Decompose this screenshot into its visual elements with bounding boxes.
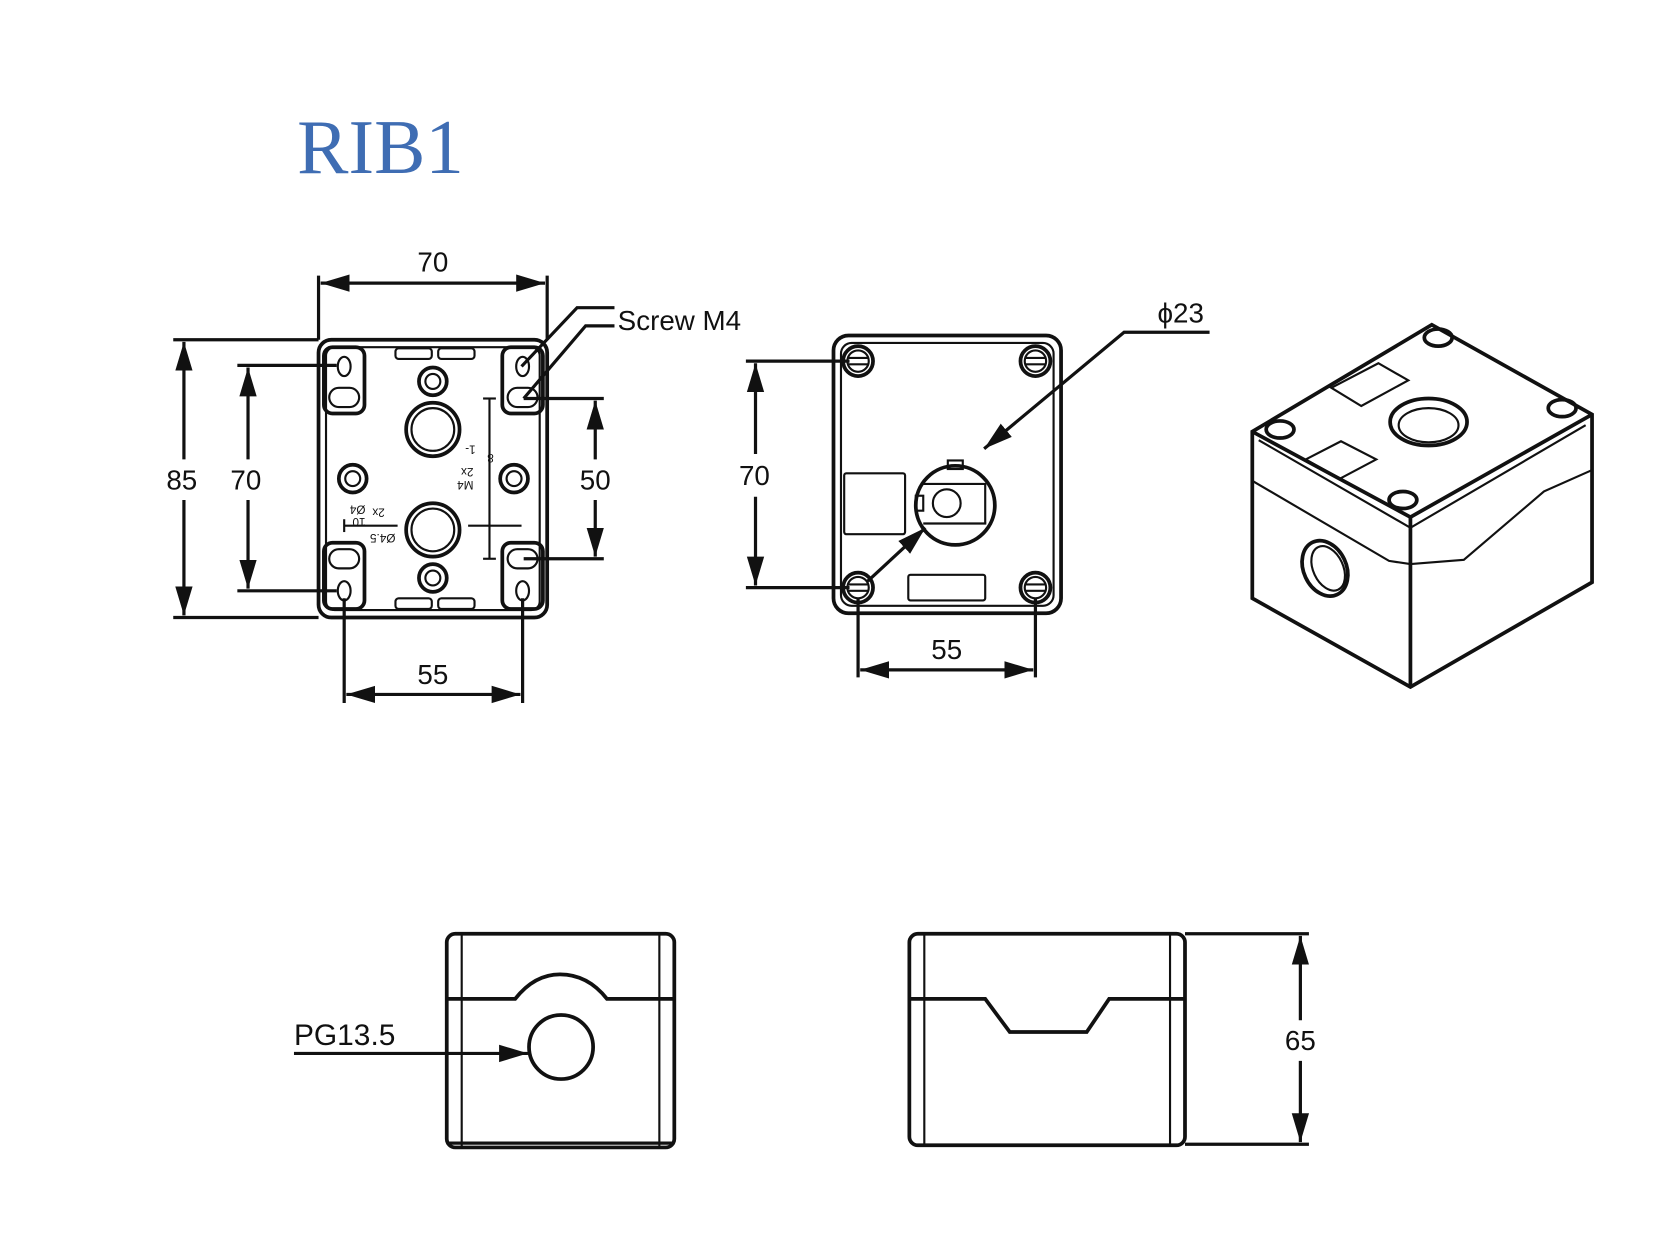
hole-diameter-label: ϕ23 bbox=[1158, 298, 1204, 329]
front-width-dimension: 55 bbox=[931, 634, 962, 665]
page-title: RIB1 bbox=[297, 104, 464, 190]
side-view-right: 65 bbox=[907, 931, 1316, 1148]
screw-icon bbox=[1018, 344, 1053, 378]
screw-label: Screw M4 bbox=[618, 305, 741, 336]
side-height-dimension: 65 bbox=[1285, 1025, 1316, 1056]
svg-text:2x: 2x bbox=[461, 465, 474, 478]
isometric-view bbox=[1250, 322, 1594, 690]
svg-text:1-: 1- bbox=[465, 443, 476, 456]
svg-text:Ø4.5: Ø4.5 bbox=[370, 531, 396, 544]
height-dimension: 85 bbox=[166, 464, 197, 495]
small-annotations: 8 1- 2x M4 2x 10 Ø4 Ø4.5 bbox=[349, 443, 493, 545]
svg-text:10: 10 bbox=[352, 515, 366, 528]
width-dimension: 70 bbox=[417, 246, 448, 277]
svg-text:2x: 2x bbox=[372, 506, 385, 519]
mount-slot-top-left bbox=[322, 345, 367, 416]
gland-label: PG13.5 bbox=[294, 1019, 395, 1052]
side-view-left: PG13.5 bbox=[294, 931, 677, 1150]
svg-text:Ø4: Ø4 bbox=[349, 502, 365, 515]
screw-icon bbox=[1018, 570, 1053, 605]
mount-slot-top-right bbox=[500, 345, 545, 416]
back-view: 8 1- 2x M4 2x 10 Ø4 Ø4.5 70 85 70 50 55 … bbox=[166, 246, 741, 704]
svg-text:M4: M4 bbox=[457, 478, 474, 491]
slot-spacing-dimension: 50 bbox=[580, 464, 611, 495]
inner-height-dimension: 70 bbox=[230, 464, 261, 495]
front-height-dimension: 70 bbox=[739, 460, 770, 491]
front-view: ϕ23 70 55 bbox=[739, 298, 1210, 679]
bottom-width-dimension: 55 bbox=[417, 659, 448, 690]
svg-text:8: 8 bbox=[487, 451, 494, 464]
